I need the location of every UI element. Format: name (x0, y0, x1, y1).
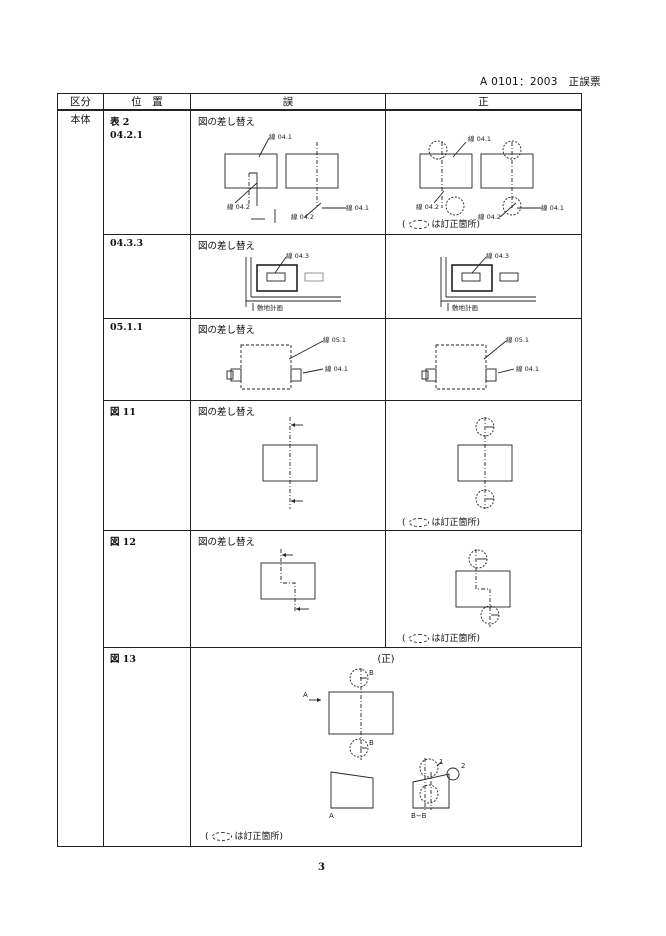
view-label-bb: B−B (411, 812, 427, 820)
table-row: 04.3.3 図の差し替え 線 04.3 敷地計画 (58, 233, 582, 319)
label-line-04-2b: 線 04.2 (291, 212, 314, 221)
label-line-04-1b: 線 04.1 (541, 203, 564, 212)
label-line-04-3: 線 04.3 (486, 251, 509, 260)
site-plan-label: 敷地計画 (452, 303, 478, 312)
location-main: 表 2 (110, 117, 130, 128)
dashed-ellipse-icon (408, 220, 429, 229)
correct-figure-04-2-1: 線 04.1 線 04.2 線 04.2 線 04.1 (416, 134, 564, 221)
label-line-04-1: 線 04.1 (468, 134, 491, 143)
label-line-04-2: 線 04.2 (416, 202, 439, 211)
label-line-04-1: 線 04.1 (325, 364, 348, 373)
label-line-04-3: 線 04.3 (286, 251, 309, 260)
error-figure-04-2-1: 線 04.1 線 04.2 線 04.2 線 04.1 (224, 132, 369, 223)
errata-table: 区分 位 置 誤 正 本体 表 2 04.2.1 図の差し替え (57, 93, 582, 847)
label-line-05-1: 線 05.1 (323, 335, 346, 344)
correct-figure-11 (457, 416, 513, 509)
location-main: 図 11 (110, 406, 137, 418)
table-row: 図 12 図の差し替え (58, 529, 582, 648)
error-figure-05-1-1: 線 05.1 線 04.1 (226, 335, 348, 389)
correct-figure-12 (455, 548, 511, 627)
correct-cell: ( は訂正箇所) (385, 399, 582, 531)
correct-cell: ( は訂正箇所) (385, 529, 582, 648)
error-title: 図の差し替え (198, 117, 256, 128)
error-title: 図の差し替え (198, 536, 256, 548)
location-sub: 04.3.3 (110, 237, 144, 249)
document-code: A 0101：2003 正誤票 (480, 76, 601, 88)
note-text: は訂正箇所) (431, 220, 481, 230)
detail-label-1: 1 (439, 758, 443, 766)
location-cell: 05.1.1 (103, 317, 191, 401)
correction-note: ( は訂正箇所) (402, 217, 480, 230)
section-label-b-top: B (369, 669, 374, 677)
location-cell: 図 11 (103, 399, 191, 531)
section-label-a: A (303, 691, 308, 699)
location-cell: 図 12 (103, 529, 191, 648)
col-header-error: 誤 (190, 93, 386, 111)
note-open-paren: ( (205, 831, 209, 842)
label-line-04-1b: 線 04.1 (346, 203, 369, 212)
error-title: 図の差し替え (198, 406, 256, 418)
error-cell: 図の差し替え (190, 399, 386, 531)
location-main: 図 13 (110, 653, 137, 665)
error-cell: 図の差し替え (190, 529, 386, 648)
col-header-location: 位 置 (103, 93, 191, 111)
note-text: は訂正箇所) (431, 517, 481, 528)
location-cell: 04.3.3 (103, 233, 191, 319)
note-open-paren: ( (402, 633, 406, 644)
table-row: 図 11 図の差し替え (58, 399, 582, 531)
location-sub: 05.1.1 (110, 321, 144, 333)
location-cell: 図 13 (103, 646, 191, 847)
section-label-b-bottom: B (369, 739, 374, 747)
correction-note: ( は訂正箇所) (205, 829, 283, 842)
note-open-paren: ( (402, 517, 406, 528)
dashed-ellipse-icon (408, 633, 429, 643)
note-text: は訂正箇所) (234, 831, 284, 842)
correction-note: ( は訂正箇所) (402, 515, 480, 528)
detail-label-2: 2 (461, 762, 465, 770)
note-text: は訂正箇所) (431, 633, 481, 644)
table-row: 本体 表 2 04.2.1 図の差し替え (57, 109, 582, 847)
error-figure-12 (260, 548, 316, 613)
page-number: 3 (318, 862, 325, 873)
col-header-correct: 正 (385, 93, 582, 111)
location-sub: 04.2.1 (110, 130, 144, 141)
correct-cell: 線 05.1 線 04.1 (385, 317, 582, 401)
label-line-05-1: 線 05.1 (506, 335, 529, 344)
label-line-04-1: 線 04.1 (269, 132, 292, 141)
correct-cell: 線 04.3 敷地計画 (385, 233, 582, 319)
error-cell: 図の差し替え 線 05.1 線 04.1 (190, 317, 386, 401)
dashed-ellipse-icon (211, 831, 232, 841)
error-figure-11 (262, 416, 318, 509)
error-title: 図の差し替え (198, 324, 256, 336)
label-line-04-2: 線 04.2 (227, 202, 250, 211)
correction-note: ( は訂正箇所) (402, 631, 480, 644)
correct-figure-04-3-3: 線 04.3 敷地計画 (440, 251, 536, 312)
table-row: 図 13 (正) (58, 646, 582, 847)
label-line-04-2b: 線 04.2 (478, 212, 501, 221)
dashed-ellipse-icon (408, 517, 429, 527)
col-header-category: 区分 (57, 93, 104, 111)
label-line-04-1: 線 04.1 (516, 364, 539, 373)
fig13-heading: (正) (377, 653, 395, 665)
error-title: 図の差し替え (198, 240, 256, 252)
correct-figure-13: A B B A B−B 1 2 (303, 667, 465, 820)
table-header-row: 区分 位 置 誤 正 (57, 93, 582, 111)
site-plan-label: 敷地計画 (257, 303, 283, 312)
error-cell: 図の差し替え 線 04.1 線 04.2 線 04.2 (190, 109, 386, 235)
location-cell: 表 2 04.2.1 (103, 109, 191, 235)
view-label-a: A (329, 812, 334, 820)
correct-cell-fig-13: (正) (190, 646, 582, 847)
correct-figure-05-1-1: 線 05.1 線 04.1 (421, 335, 539, 389)
table-row: 05.1.1 図の差し替え 線 05.1 線 04.1 (58, 317, 582, 401)
note-open-paren: ( (402, 220, 406, 230)
category-cell: 本体 (57, 109, 104, 847)
error-cell: 図の差し替え 線 04.3 敷地計画 (190, 233, 386, 319)
correct-cell: 線 04.1 線 04.2 線 04.2 線 04.1 ( は訂正箇所) (385, 109, 582, 235)
error-figure-04-3-3: 線 04.3 敷地計画 (245, 251, 341, 312)
location-main: 図 12 (110, 536, 137, 548)
